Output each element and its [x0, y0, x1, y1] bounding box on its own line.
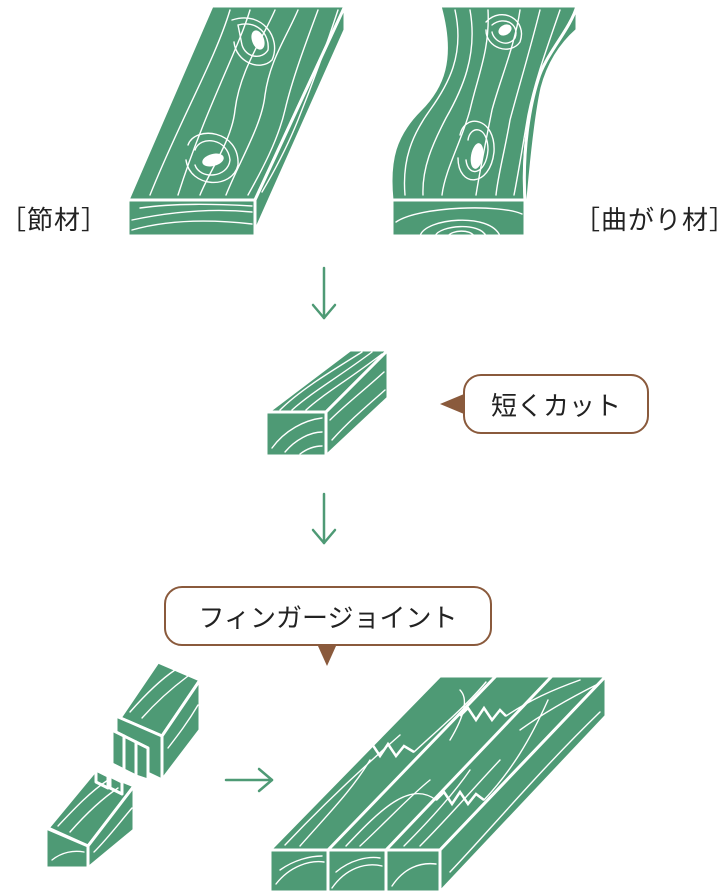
short-block-end-face [264, 410, 328, 458]
knot-board-end-face [126, 198, 257, 238]
bubble-pointer-icon [440, 394, 464, 414]
down-arrow-icon [311, 266, 337, 320]
knot-wood-label: ［節材］ [0, 206, 109, 236]
finger-joint-lower-piece [44, 768, 136, 870]
laminated-block [268, 674, 608, 894]
finger-joint-upper-piece [110, 660, 202, 782]
curved-wood-label: ［曲がり材］ [574, 206, 724, 236]
short-block [264, 348, 390, 458]
short-cut-bubble: 短くカット [463, 374, 649, 434]
bubble-pointer-icon [318, 646, 336, 666]
curved-board-top-face [389, 4, 579, 202]
knot-board [126, 4, 347, 238]
curved-board [389, 4, 579, 238]
right-arrow-icon [224, 767, 274, 793]
finger-joint-bubble: フィンガージョイント [164, 586, 492, 646]
down-arrow-icon [311, 492, 337, 545]
laminated-end-3 [384, 848, 442, 894]
